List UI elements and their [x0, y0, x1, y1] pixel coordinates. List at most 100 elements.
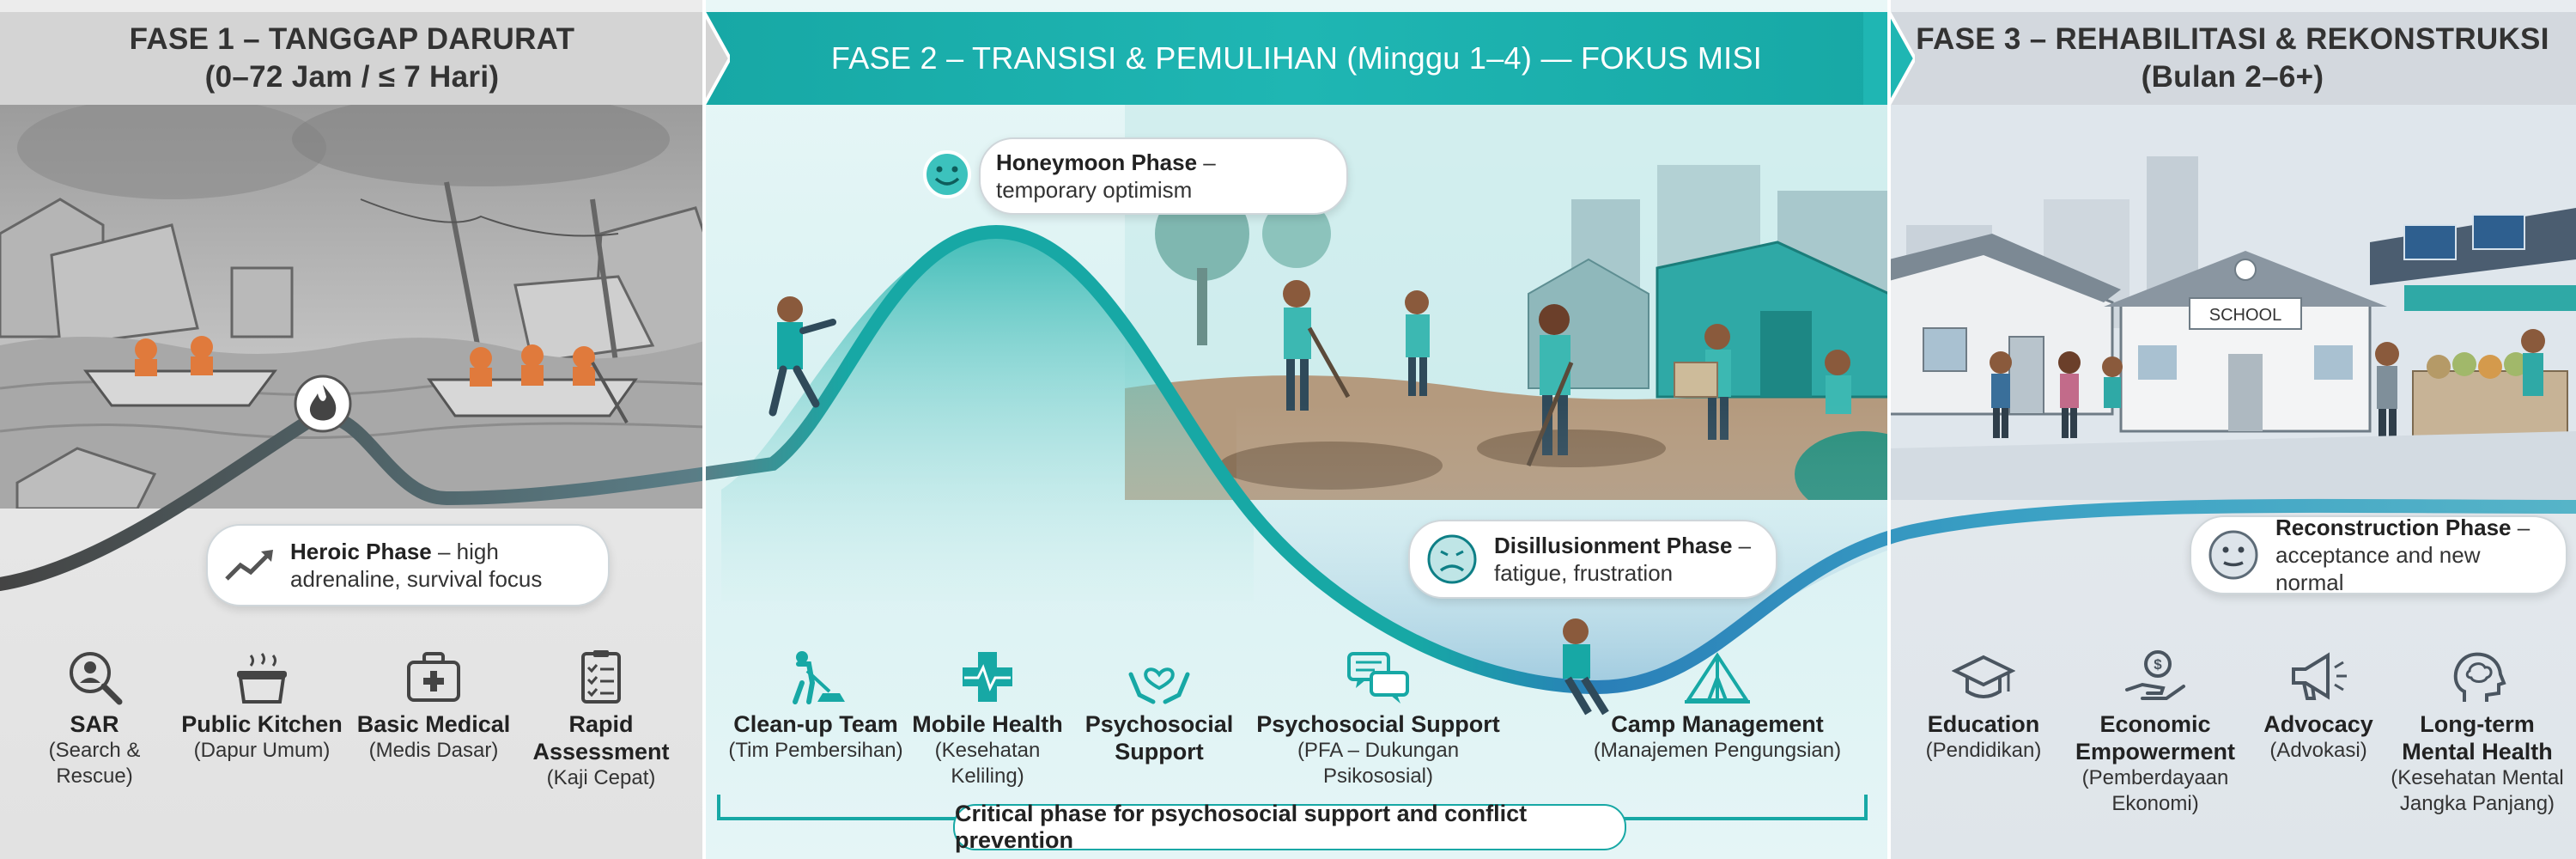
role-economic-empowerment-name: Economic — [2099, 711, 2211, 737]
phase-3-subtitle: (Bulan 2–6+) — [2141, 60, 2324, 94]
role-camp-management-sub1: (Manajemen Pengungsian) — [1593, 739, 1842, 762]
chat-bubbles-icon — [1347, 652, 1409, 704]
phase-1-header: FASE 1 – TANGGAP DARURAT (0–72 Jam / ≤ 7… — [0, 12, 704, 105]
role-camp-management: Camp Management (Manajemen Pengungsian) — [1571, 649, 1863, 764]
reconstruction-phase-sep: – — [2511, 515, 2530, 540]
role-education: Education (Pendidikan) — [1889, 649, 2078, 764]
heroic-phase-name: Heroic Phase — [290, 539, 432, 564]
role-education-sub1: (Pendidikan) — [1925, 739, 2042, 762]
phase-divider-2 — [1887, 0, 1891, 859]
curve-line — [0, 224, 2576, 695]
reconstruction-phase-bubble: Reconstruction Phase – acceptance and ne… — [2190, 515, 2567, 595]
phase-divider-1 — [702, 0, 706, 859]
svg-text:$: $ — [2154, 656, 2162, 673]
phase-1-subtitle: (0–72 Jam / ≤ 7 Hari) — [204, 60, 500, 94]
role-pfa-psychosocial-support-sub1: (PFA – Dukungan — [1297, 739, 1460, 762]
role-camp-management-name: Camp Management — [1611, 711, 1824, 737]
role-basic-medical-sub1: (Medis Dasar) — [368, 739, 499, 762]
disillusionment-phase-bubble: Disillusionment Phase – fatigue, frustra… — [1408, 520, 1777, 599]
role-rapid-assessment-name2: Assessment — [532, 739, 670, 765]
checklist-icon — [581, 650, 621, 704]
phase-2-header: FASE 2 – TRANSISI & PEMULIHAN (Minggu 1–… — [704, 12, 1889, 105]
role-mobile-health-sub1: (Kesehatan — [934, 739, 1041, 762]
shovel-worker-icon — [793, 651, 845, 704]
role-clean-up-team: Clean-up Team (Tim Pembersihan) — [687, 649, 945, 764]
role-pfa-psychosocial-support-name: Psychosocial Support — [1256, 711, 1500, 737]
chart-up-icon — [225, 550, 273, 581]
role-long-term-mental-health-sub1: (Kesehatan Mental — [2391, 766, 2564, 789]
heroic-phase-bubble: Heroic Phase – high adrenaline, survival… — [206, 524, 610, 606]
hands-heart-icon — [1128, 667, 1190, 704]
role-rapid-assessment-name: Rapid — [568, 711, 634, 737]
disillusionment-phase-desc: fatigue, frustration — [1494, 560, 1674, 586]
honeymoon-phase-name: Honeymoon Phase — [996, 149, 1198, 175]
role-rapid-assessment: Rapid Assessment (Kaji Cepat) — [507, 649, 696, 791]
search-person-icon — [70, 652, 123, 705]
role-pfa-psychosocial-support-sub2: Psikososial) — [1322, 765, 1434, 788]
megaphone-icon — [2292, 652, 2347, 700]
role-rapid-assessment-sub1: (Kaji Cepat) — [546, 766, 656, 789]
phase-2-title: FASE 2 – TRANSISI & PEMULIHAN (Minggu 1–… — [830, 40, 1763, 76]
tent-icon — [1685, 652, 1750, 704]
phase-3-title: FASE 3 – REHABILITASI & REKONSTRUKSI — [1916, 22, 2549, 56]
school-sign: SCHOOL — [2209, 306, 2281, 325]
role-long-term-mental-health: Long-term Mental Health (Kesehatan Menta… — [2379, 649, 2576, 817]
role-psychosocial-support-name: Psychosocial — [1084, 711, 1234, 737]
role-mobile-health-sub2: Keliling) — [951, 765, 1024, 788]
first-aid-kit-icon — [407, 652, 460, 702]
graduation-cap-icon — [1952, 655, 2015, 698]
health-cross-icon — [963, 652, 1012, 702]
honeymoon-phase-bubble: Honeymoon Phase – temporary optimism — [923, 137, 1348, 215]
neutral-face-icon — [2208, 530, 2258, 580]
role-long-term-mental-health-name: Long-term — [2420, 711, 2535, 737]
heroic-phase-desc: adrenaline, survival focus — [290, 566, 543, 592]
flood-scene-illustration — [0, 105, 704, 509]
role-basic-medical: Basic Medical (Medis Dasar) — [339, 649, 528, 764]
honeymoon-phase-sep: – — [1197, 149, 1216, 175]
role-sar-name: SAR — [70, 711, 119, 737]
role-public-kitchen: Public Kitchen (Dapur Umum) — [167, 649, 356, 764]
role-long-term-mental-health-sub2: Jangka Panjang) — [2399, 792, 2555, 815]
heroic-phase-sep: – high — [431, 539, 499, 564]
role-advocacy-sub1: (Advokasi) — [2269, 739, 2367, 762]
role-advocacy-name: Advocacy — [2263, 711, 2373, 737]
role-basic-medical-name: Basic Medical — [356, 711, 511, 737]
reconstruction-phase-name: Reconstruction Phase — [2275, 515, 2512, 540]
role-psychosocial-support-name2: Support — [1115, 739, 1204, 765]
role-pfa-psychosocial-support: Psychosocial Support (PFA – Dukungan Psi… — [1249, 649, 1507, 789]
role-clean-up-team-name: Clean-up Team — [733, 711, 898, 737]
critical-phase-note: Critical phase for psychosocial support … — [953, 801, 1626, 853]
climbing-worker — [769, 296, 836, 417]
fire-marker — [294, 375, 352, 433]
hand-coin-icon: $ — [2125, 650, 2185, 700]
role-psychosocial-support: Psychosocial Support — [1065, 649, 1254, 765]
role-economic-empowerment-sub1: (Pemberdayaan — [2081, 766, 2229, 789]
tired-worker — [1563, 618, 1609, 716]
role-economic-empowerment-sub2: Ekonomi) — [2111, 792, 2199, 815]
disillusionment-phase-name: Disillusionment Phase — [1494, 533, 1733, 558]
role-sar-sub1: (Search & — [48, 739, 141, 762]
role-clean-up-team-sub1: (Tim Pembersihan) — [728, 739, 903, 762]
phase-1-title: FASE 1 – TANGGAP DARURAT — [129, 22, 575, 56]
reconstruction-phase-desc: acceptance and new normal — [2275, 542, 2481, 595]
cooking-pot-icon — [237, 653, 287, 704]
disillusionment-phase-sep: – — [1732, 533, 1752, 558]
role-advocacy: Advocacy (Advokasi) — [2224, 649, 2413, 764]
phase-3-header: FASE 3 – REHABILITASI & REKONSTRUKSI (Bu… — [1889, 12, 2576, 105]
reconstruction-scene-illustration: SCHOOL — [1889, 105, 2576, 500]
honeymoon-phase-desc: temporary optimism — [996, 177, 1193, 203]
smile-icon — [923, 150, 971, 198]
role-economic-empowerment-name2: Empowerment — [2075, 739, 2236, 765]
head-brain-icon — [2453, 652, 2506, 702]
role-sar-sub2: Rescue) — [56, 765, 133, 788]
sad-icon — [1427, 534, 1477, 584]
role-public-kitchen-sub1: (Dapur Umum) — [193, 739, 331, 762]
role-long-term-mental-health-name2: Mental Health — [2402, 739, 2553, 765]
role-mobile-health: Mobile Health (Kesehatan Keliling) — [893, 649, 1082, 789]
role-education-name: Education — [1927, 711, 2040, 737]
role-public-kitchen-name: Public Kitchen — [181, 711, 343, 737]
role-economic-empowerment: $ Economic Empowerment (Pemberdayaan Eko… — [2061, 649, 2250, 817]
honeymoon-hill-area — [721, 232, 1254, 601]
role-sar: SAR (Search & Rescue) — [0, 649, 189, 789]
